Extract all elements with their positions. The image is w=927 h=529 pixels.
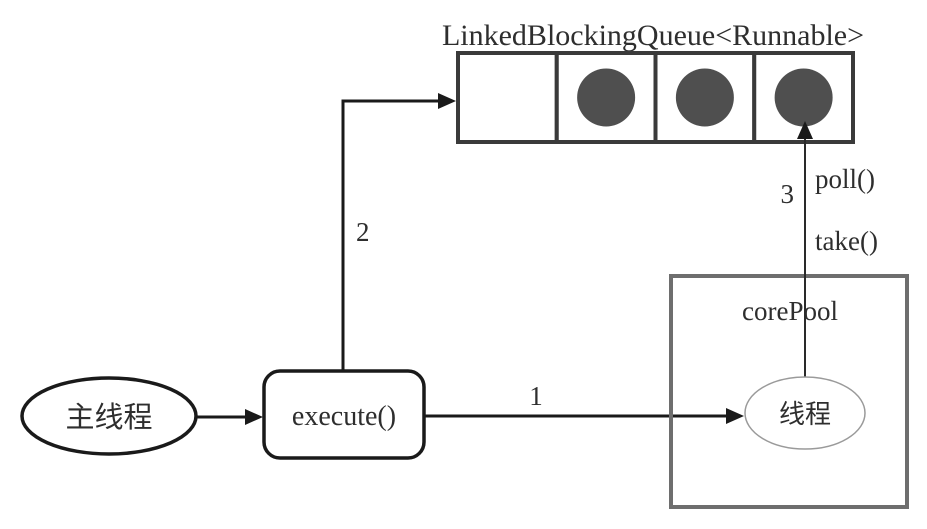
execute-node: execute() xyxy=(262,369,426,460)
execute-label: execute() xyxy=(292,401,396,432)
queue-cell xyxy=(456,51,559,144)
core-pool-label: corePool xyxy=(742,296,838,326)
arrowhead-right-icon xyxy=(438,93,456,109)
edge-execute-to-queue: 2 xyxy=(341,93,456,371)
arrowhead-right-icon xyxy=(726,408,744,424)
task-circle xyxy=(774,68,833,127)
task-circle xyxy=(577,68,636,127)
edge-step1-label: 1 xyxy=(529,381,543,411)
main-thread-label: 主线程 xyxy=(65,401,152,434)
thread-ellipse xyxy=(744,376,866,450)
main-thread-ellipse xyxy=(20,376,198,456)
edge-line xyxy=(341,99,440,371)
execute-box xyxy=(262,369,426,460)
edge-step3-label: 3 xyxy=(781,179,795,209)
thread-node: 线程 xyxy=(744,376,866,450)
core-pool-border xyxy=(669,274,909,509)
arrowhead-up-icon xyxy=(797,121,813,139)
arrowhead-right-icon xyxy=(245,409,263,425)
queue-title: LinkedBlockingQueue<Runnable> xyxy=(442,19,864,52)
main-thread-node: 主线程 xyxy=(20,376,198,456)
edge-step2-label: 2 xyxy=(356,217,370,247)
edge-thread-to-queue: 3 poll() take() xyxy=(781,121,878,377)
edge-take-label: take() xyxy=(815,226,878,256)
queue-cells xyxy=(456,51,855,144)
task-circle xyxy=(675,68,734,127)
queue-cell xyxy=(554,51,658,144)
thread-label: 线程 xyxy=(779,400,831,429)
edge-main-to-execute xyxy=(197,409,263,425)
core-pool-box: corePool xyxy=(669,274,909,509)
edge-execute-to-thread: 1 xyxy=(425,381,744,424)
edge-poll-label: poll() xyxy=(815,164,875,194)
